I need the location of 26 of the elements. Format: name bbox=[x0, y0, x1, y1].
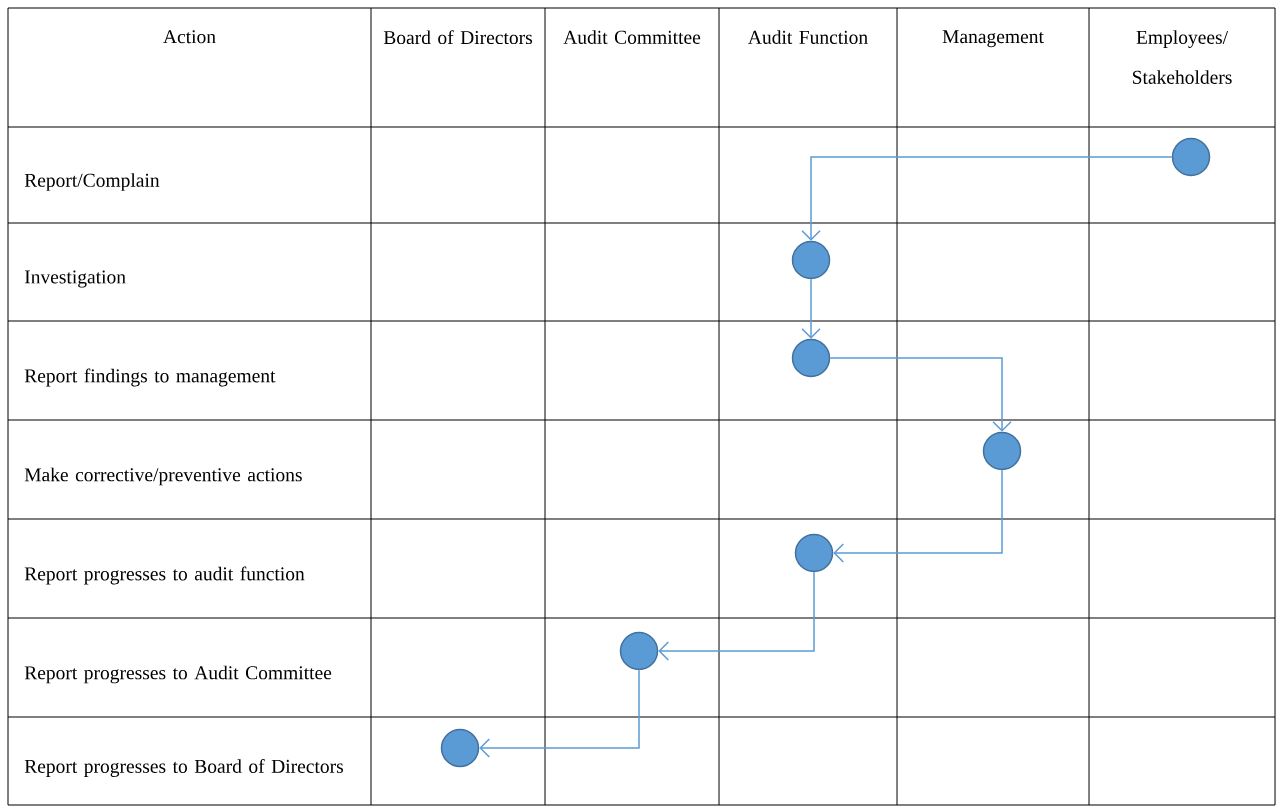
arrow bbox=[801, 156, 1173, 241]
step-dot bbox=[440, 728, 480, 768]
arrow bbox=[829, 357, 1012, 432]
row-label: Investigation bbox=[24, 270, 126, 288]
arrow bbox=[801, 278, 821, 339]
step-dot bbox=[794, 533, 834, 573]
column-header: Audit Function bbox=[748, 30, 868, 44]
column-header: Audit Committee bbox=[563, 30, 701, 44]
step-dot bbox=[982, 431, 1022, 471]
step-dot bbox=[619, 631, 659, 671]
step-dot bbox=[791, 338, 831, 378]
arrow bbox=[479, 669, 640, 758]
row-label: Report progresses to Board of Directors bbox=[24, 759, 343, 777]
step-dot bbox=[791, 240, 831, 280]
column-header: Employees/ Stakeholders bbox=[1132, 30, 1232, 84]
row-label: Report progresses to Audit Committee bbox=[24, 665, 332, 684]
arrow bbox=[658, 571, 815, 661]
step-dot bbox=[1171, 137, 1211, 177]
row-label: Report/Complain bbox=[24, 173, 160, 191]
arrow bbox=[833, 469, 1003, 563]
column-header: Action bbox=[163, 30, 216, 44]
row-label: Report findings to management bbox=[24, 368, 276, 387]
column-header: Board of Directors bbox=[383, 30, 533, 45]
row-label: Make corrective/preventive actions bbox=[24, 467, 302, 486]
column-header: Management bbox=[942, 30, 1044, 48]
row-label: Report progresses to audit function bbox=[24, 566, 305, 585]
